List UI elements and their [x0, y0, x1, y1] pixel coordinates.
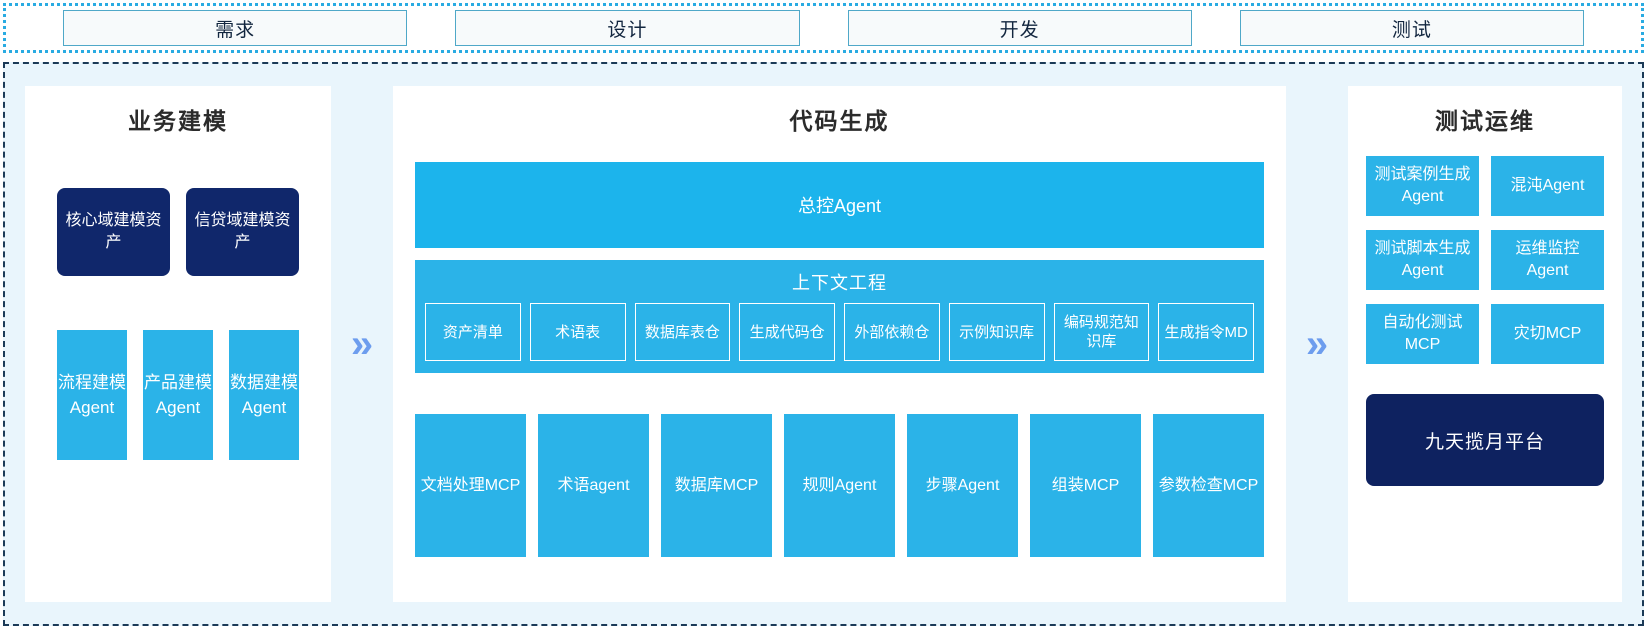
test-card-chaos-agent[interactable]: 混沌Agent	[1491, 156, 1604, 216]
phase-tab-development[interactable]: 开发	[847, 10, 1192, 46]
tool-card-rule-agent[interactable]: 规则Agent	[784, 414, 895, 557]
context-item-row: 资产清单 术语表 数据库表仓 生成代码仓 外部依赖仓 示例知识库 编码规范知识库…	[425, 303, 1254, 361]
panel-title-test-operations: 测试运维	[1435, 108, 1535, 134]
phase-tab-requirement[interactable]: 需求	[63, 10, 408, 46]
modeling-agent-process[interactable]: 流程建模Agent	[57, 330, 127, 460]
context-engineering-block: 上下文工程 资产清单 术语表 数据库表仓 生成代码仓 外部依赖仓 示例知识库 编…	[415, 260, 1264, 373]
main-frame: 业务建模 核心域建模资产 信贷域建模资产 流程建模Agent 产品建模Agent…	[3, 62, 1644, 626]
tool-card-row: 文档处理MCP 术语agent 数据库MCP 规则Agent 步骤Agent 组…	[415, 387, 1264, 584]
asset-card-row: 核心域建模资产 信贷域建模资产	[39, 188, 317, 276]
tool-card-assembly-mcp[interactable]: 组装MCP	[1030, 414, 1141, 557]
asset-card-credit-domain[interactable]: 信贷域建模资产	[186, 188, 299, 276]
context-item-coding-standard-knowledge-base[interactable]: 编码规范知识库	[1053, 303, 1150, 361]
panel-test-operations: 测试运维 测试案例生成Agent 混沌Agent 测试脚本生成Agent 运维监…	[1348, 86, 1622, 602]
tool-card-step-agent[interactable]: 步骤Agent	[907, 414, 1018, 557]
asset-card-core-domain[interactable]: 核心域建模资产	[57, 188, 170, 276]
test-card-automated-test-mcp[interactable]: 自动化测试MCP	[1366, 304, 1479, 364]
tool-card-parameter-check-mcp[interactable]: 参数检查MCP	[1153, 414, 1264, 557]
modeling-agent-data[interactable]: 数据建模Agent	[229, 330, 299, 460]
phase-tab-design[interactable]: 设计	[455, 10, 800, 46]
phase-strip: 需求 设计 开发 测试	[3, 3, 1644, 53]
modeling-agent-product[interactable]: 产品建模Agent	[143, 330, 213, 460]
phase-tab-testing[interactable]: 测试	[1239, 10, 1584, 46]
panel-title-business-modeling: 业务建模	[128, 108, 228, 134]
panel-code-generation: 代码生成 总控Agent 上下文工程 资产清单 术语表 数据库表仓 生成代码仓 …	[393, 86, 1286, 602]
chevron-right-icon-1: »	[350, 322, 374, 366]
context-item-asset-list[interactable]: 资产清单	[425, 303, 521, 361]
modeling-agent-row: 流程建模Agent 产品建模Agent 数据建模Agent	[39, 330, 317, 460]
code-generation-body: 总控Agent 上下文工程 资产清单 术语表 数据库表仓 生成代码仓 外部依赖仓…	[407, 140, 1272, 588]
chevron-right-icon-2: »	[1305, 322, 1329, 366]
panel-business-modeling: 业务建模 核心域建模资产 信贷域建模资产 流程建模Agent 产品建模Agent…	[25, 86, 331, 602]
context-item-external-dependency-repo[interactable]: 外部依赖仓	[844, 303, 940, 361]
panel-title-code-generation: 代码生成	[789, 108, 890, 134]
master-agent-card[interactable]: 总控Agent	[415, 162, 1264, 248]
platform-card-jiutian-lanyue[interactable]: 九天揽月平台	[1366, 394, 1604, 486]
test-operations-card-grid: 测试案例生成Agent 混沌Agent 测试脚本生成Agent 运维监控Agen…	[1366, 156, 1604, 364]
context-item-db-table-repo[interactable]: 数据库表仓	[634, 303, 731, 361]
tool-card-document-processing-mcp[interactable]: 文档处理MCP	[415, 414, 526, 557]
context-item-generation-instruction-md[interactable]: 生成指令MD	[1158, 303, 1254, 361]
tool-card-database-mcp[interactable]: 数据库MCP	[661, 414, 772, 557]
context-engineering-title: 上下文工程	[792, 273, 887, 293]
test-card-script-generation-agent[interactable]: 测试脚本生成Agent	[1366, 230, 1479, 290]
business-modeling-body: 核心域建模资产 信贷域建模资产 流程建模Agent 产品建模Agent 数据建模…	[39, 140, 317, 588]
test-card-case-generation-agent[interactable]: 测试案例生成Agent	[1366, 156, 1479, 216]
test-operations-body: 测试案例生成Agent 混沌Agent 测试脚本生成Agent 运维监控Agen…	[1362, 140, 1608, 588]
context-item-glossary[interactable]: 术语表	[529, 303, 626, 361]
tool-card-glossary-agent[interactable]: 术语agent	[538, 414, 649, 557]
context-item-generated-code-repo[interactable]: 生成代码仓	[739, 303, 835, 361]
test-card-disaster-switch-mcp[interactable]: 灾切MCP	[1491, 304, 1604, 364]
test-card-ops-monitoring-agent[interactable]: 运维监控Agent	[1491, 230, 1604, 290]
context-item-example-knowledge-base[interactable]: 示例知识库	[948, 303, 1045, 361]
